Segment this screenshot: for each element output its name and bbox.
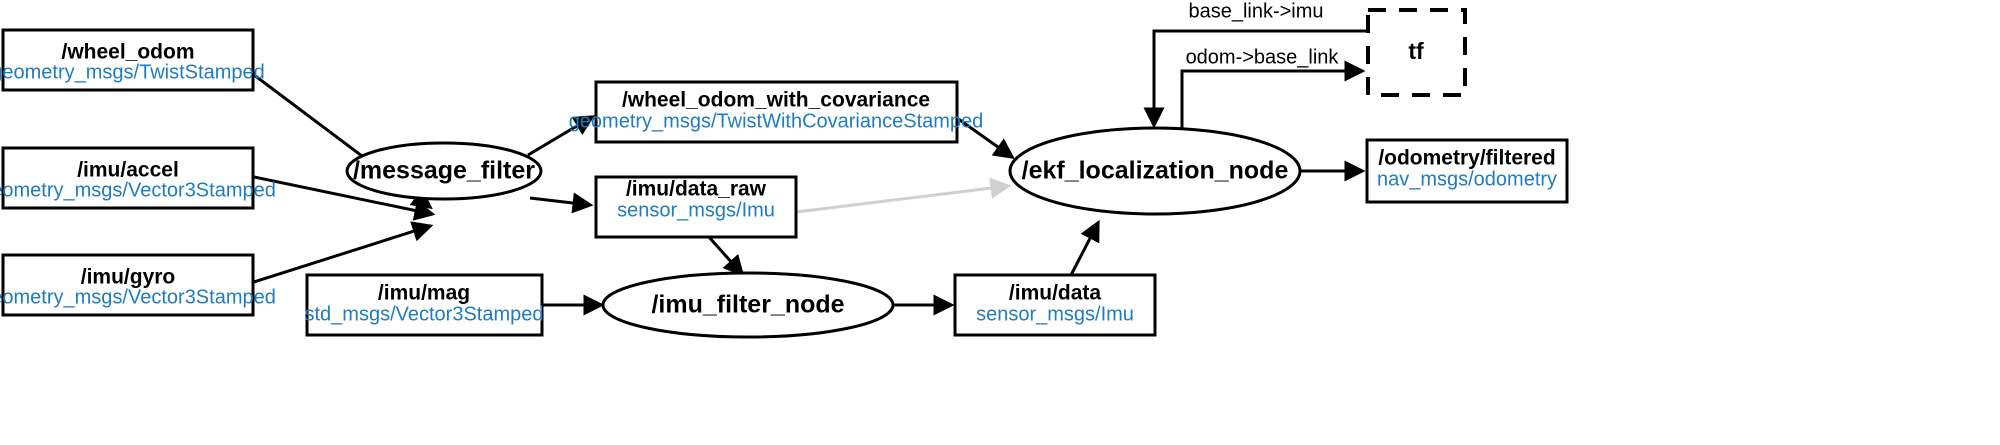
- topic-type-wheel-odom: geometry_msgs/TwistStamped: [0, 61, 265, 83]
- topic-name-wheel-odom-with-covariance: /wheel_odom_with_covariance: [622, 89, 930, 112]
- node-ekf-localization-node[interactable]: /ekf_localization_node: [1008, 126, 1302, 216]
- node-label-imu-filter-node: /imu_filter_node: [651, 291, 844, 319]
- topic-box-odometry-filtered[interactable]: /odometry/filtered nav_msgs/odometry: [1365, 138, 1569, 204]
- edge-message-filter-to-wheel-odom-cov: [527, 115, 596, 157]
- topic-type-imu-accel: geometry_msgs/Vector3Stamped: [0, 179, 276, 201]
- edge-message-filter-to-imu-data-raw: [529, 192, 594, 214]
- topic-type-odometry-filtered: nav_msgs/odometry: [1377, 168, 1557, 190]
- topic-name-imu-accel: /imu/accel: [77, 159, 179, 182]
- node-label-message-filter: /message_filter: [353, 157, 535, 185]
- tf-label: tf: [1408, 38, 1424, 64]
- edge-tf-base-link-to-imu: [1143, 29, 1368, 129]
- node-label-ekf-localization-node: /ekf_localization_node: [1022, 157, 1289, 185]
- topic-type-imu-mag: std_msgs/Vector3Stamped: [304, 303, 543, 325]
- topic-name-odometry-filtered: /odometry/filtered: [1378, 147, 1555, 170]
- topic-box-imu-accel-rect: [1, 146, 255, 210]
- topic-name-wheel-odom: /wheel_odom: [61, 41, 194, 64]
- edge-label-odom-to-base-link: odom->base_link: [1186, 46, 1340, 68]
- topic-name-imu-mag: /imu/mag: [378, 282, 470, 305]
- topic-box-imu-data-rect: [953, 273, 1157, 337]
- topic-box-imu-data-raw-rect: [594, 175, 798, 239]
- node-ekf-localization-node-ellipse: [1008, 126, 1302, 216]
- topic-type-wheel-odom-with-covariance: geometry_msgs/TwistWithCovarianceStamped: [569, 110, 984, 132]
- topic-box-imu-gyro-rect: [1, 253, 255, 317]
- edge-wheel-odom-cov-to-ekf: [956, 116, 1015, 160]
- topic-box-wheel-odom[interactable]: /wheel_odom geometry_msgs/TwistStamped: [0, 28, 265, 92]
- topic-box-wheel-odom-with-covariance-rect: [594, 80, 959, 144]
- topic-box-imu-mag[interactable]: /imu/mag std_msgs/Vector3Stamped: [304, 273, 544, 337]
- topic-name-imu-data: /imu/data: [1009, 282, 1102, 305]
- node-message-filter-ellipse: [345, 141, 543, 201]
- topic-box-imu-data-raw[interactable]: /imu/data_raw sensor_msgs/Imu: [594, 175, 798, 239]
- topic-box-wheel-odom-with-covariance[interactable]: /wheel_odom_with_covariance geometry_msg…: [569, 80, 984, 144]
- edge-imu-gyro-to-message-filter: [253, 221, 434, 284]
- topic-name-imu-data-raw: /imu/data_raw: [626, 178, 767, 201]
- node-message-filter[interactable]: /message_filter: [345, 141, 543, 201]
- topic-box-odometry-filtered-rect: [1365, 138, 1569, 204]
- topic-box-imu-gyro[interactable]: /imu/gyro geometry_msgs/Vector3Stamped: [0, 253, 276, 317]
- topic-box-imu-mag-rect: [305, 273, 544, 337]
- topic-box-wheel-odom-rect: [1, 28, 255, 92]
- edge-ekf-odom-to-base-link: [1180, 60, 1366, 128]
- tf-box[interactable]: tf: [1366, 8, 1467, 97]
- topic-type-imu-gyro: geometry_msgs/Vector3Stamped: [0, 286, 276, 308]
- node-imu-filter-node[interactable]: /imu_filter_node: [601, 271, 895, 339]
- tf-box-rect: [1366, 8, 1467, 97]
- edge-imu-data-to-ekf: [1068, 219, 1100, 278]
- topic-box-imu-data[interactable]: /imu/data sensor_msgs/Imu: [953, 273, 1157, 337]
- node-imu-filter-node-ellipse: [601, 271, 895, 339]
- edge-imu-accel-to-message-filter: [253, 175, 436, 221]
- topic-type-imu-data-raw: sensor_msgs/Imu: [617, 199, 775, 221]
- topic-box-imu-accel[interactable]: /imu/accel geometry_msgs/Vector3Stamped: [0, 146, 276, 210]
- edge-label-base-link-to-imu: base_link->imu: [1188, 0, 1323, 22]
- topic-type-imu-data: sensor_msgs/Imu: [976, 303, 1134, 325]
- edge-imu-data-raw-to-ekf-faded: [795, 177, 1012, 214]
- topic-name-imu-gyro: /imu/gyro: [81, 266, 176, 289]
